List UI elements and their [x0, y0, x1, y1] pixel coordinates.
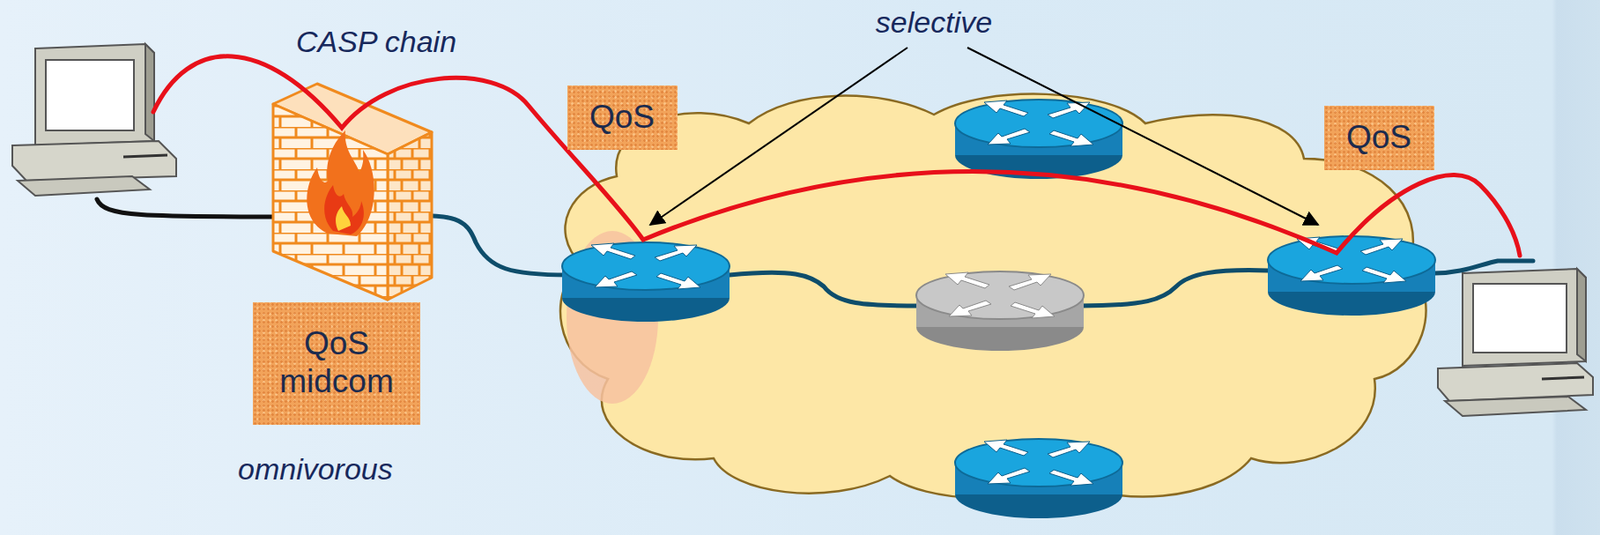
- link-wire: [729, 272, 921, 306]
- router-icon: [1267, 236, 1436, 316]
- leader-line: [967, 47, 1319, 225]
- box-text: QoS: [1346, 118, 1412, 157]
- link-wire: [1079, 270, 1269, 306]
- box-text: QoS: [589, 98, 655, 137]
- leader-line: [650, 47, 908, 225]
- signaling-path: [153, 56, 1520, 256]
- annotation-label: selective: [875, 5, 993, 40]
- computer-icon: [12, 44, 177, 196]
- link-wire: [96, 199, 300, 217]
- box-text: QoS midcom: [270, 325, 403, 400]
- router-icon: [955, 438, 1123, 519]
- router-icon: [916, 271, 1084, 351]
- router-icon: [562, 242, 730, 322]
- qos-box: QoS: [567, 85, 678, 150]
- router-icon: [955, 99, 1123, 179]
- qos-box: QoS: [1324, 105, 1435, 171]
- annotation-label: CASP chain: [296, 24, 457, 60]
- annotation-label: omnivorous: [237, 451, 393, 487]
- qos-box: QoS midcom: [252, 302, 421, 425]
- computer-icon: [1437, 268, 1593, 416]
